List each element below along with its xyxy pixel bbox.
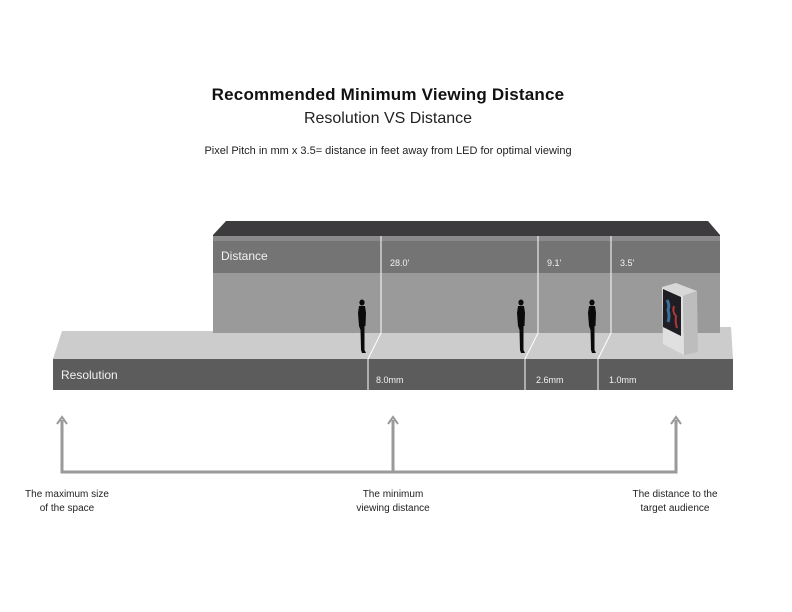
resolution-value: 1.0mm — [609, 375, 637, 385]
distance-value: 9.1' — [547, 258, 562, 268]
person-icon — [588, 299, 596, 353]
distance-value: 28.0' — [390, 258, 410, 268]
distance-value: 3.5' — [620, 258, 635, 268]
page-subtitle: Resolution VS Distance — [303, 110, 473, 127]
distance-label: Distance — [221, 249, 268, 263]
wall-body — [213, 273, 720, 333]
arrow-up-icon — [670, 415, 682, 425]
led-display-icon — [662, 283, 698, 355]
formula-note: Pixel Pitch in mm x 3.5= distance in fee… — [204, 145, 572, 157]
caption-max-space: The maximum size of the space — [25, 489, 109, 514]
resolution-band — [53, 359, 733, 390]
person-silhouettes — [358, 299, 596, 353]
arrow-bracket — [60, 420, 678, 474]
distance-band — [213, 241, 720, 273]
person-icon — [517, 299, 525, 353]
floor-top — [53, 327, 733, 359]
resolution-value: 8.0mm — [376, 375, 404, 385]
caption-target-audience: The distance to the target audience — [632, 489, 718, 514]
resolution-label: Resolution — [61, 368, 118, 382]
wall-strip — [213, 236, 720, 241]
caption-min-distance: The minimum viewing distance — [356, 489, 430, 514]
person-icon — [358, 299, 366, 353]
resolution-value: 2.6mm — [536, 375, 564, 385]
page-title: Recommended Minimum Viewing Distance — [211, 85, 565, 104]
arrow-up-icon — [387, 415, 399, 425]
arrow-up-icon — [56, 415, 68, 425]
divider-lines — [367, 236, 612, 390]
